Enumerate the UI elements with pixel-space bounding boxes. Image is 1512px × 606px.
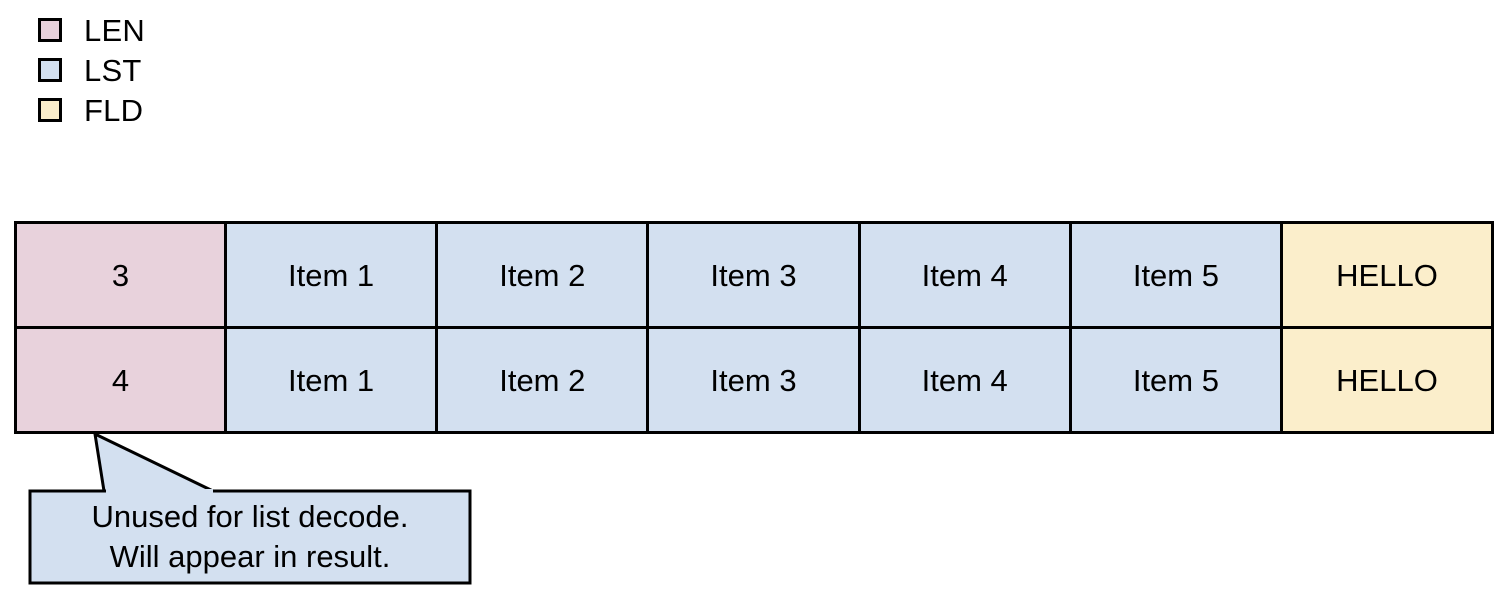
encoding-table: 3 Item 1 Item 2 Item 3 Item 4 Item 5 HEL… — [14, 221, 1494, 434]
cell-list-item: Item 5 — [1068, 224, 1281, 326]
cell-list-item: Item 1 — [224, 329, 436, 431]
legend-label-lst: LST — [84, 52, 142, 88]
callout-line-1: Unused for list decode. — [91, 499, 409, 534]
legend-swatch-len-icon — [38, 18, 62, 42]
cell-list-item: Item 1 — [224, 224, 436, 326]
table-row: 4 Item 1 Item 2 Item 3 Item 4 Item 5 HEL… — [17, 326, 1492, 431]
cell-field: HELLO — [1280, 224, 1492, 326]
table-row: 3 Item 1 Item 2 Item 3 Item 4 Item 5 HEL… — [17, 224, 1492, 326]
legend-label-fld: FLD — [84, 92, 144, 128]
cell-len: 3 — [17, 224, 224, 326]
cell-list-item: Item 5 — [1068, 329, 1281, 431]
legend: LEN LST FLD — [38, 10, 438, 130]
callout-shape-icon — [28, 431, 472, 585]
cell-list-item: Item 4 — [857, 329, 1069, 431]
callout-line-2: Will appear in result. — [109, 539, 391, 574]
legend-item-len: LEN — [38, 10, 438, 50]
cell-list-item: Item 3 — [646, 329, 858, 431]
callout-text: Unused for list decode. Will appear in r… — [30, 491, 470, 583]
cell-list-item: Item 2 — [435, 329, 647, 431]
callout-tail-icon — [93, 431, 216, 494]
legend-swatch-fld-icon — [38, 98, 62, 122]
cell-len: 4 — [17, 329, 224, 431]
legend-label-len: LEN — [84, 12, 145, 48]
cell-list-item: Item 4 — [857, 224, 1069, 326]
callout-seam-patch — [106, 489, 213, 494]
cell-list-item: Item 2 — [435, 224, 647, 326]
legend-item-lst: LST — [38, 50, 438, 90]
cell-list-item: Item 3 — [646, 224, 858, 326]
callout-annotation: Unused for list decode. Will appear in r… — [0, 430, 520, 606]
cell-field: HELLO — [1280, 329, 1492, 431]
legend-swatch-lst-icon — [38, 58, 62, 82]
callout-box — [28, 489, 472, 585]
legend-item-fld: FLD — [38, 90, 438, 130]
